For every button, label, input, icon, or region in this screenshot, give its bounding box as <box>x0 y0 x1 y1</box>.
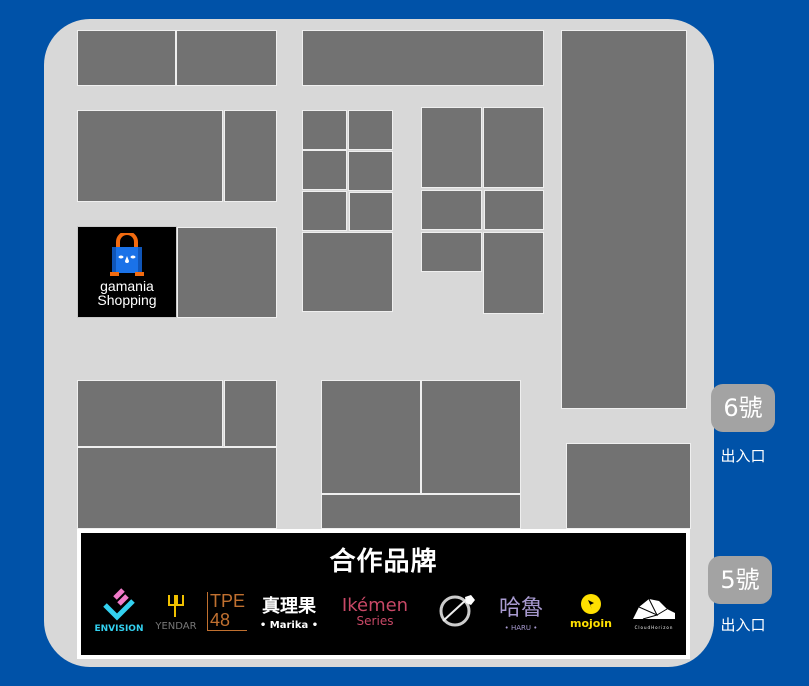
booth-c4[interactable] <box>348 151 393 191</box>
brand-ysr-studio[interactable] <box>429 579 485 643</box>
booth-c7[interactable] <box>302 232 393 312</box>
booth-h1[interactable] <box>321 380 421 494</box>
brand-sub: • Marika • <box>259 619 319 631</box>
booth-g3[interactable] <box>77 447 277 529</box>
booth-c5[interactable] <box>302 191 347 231</box>
exit-5-label: 出入口 <box>720 616 766 634</box>
exit-6-label: 出入口 <box>720 447 766 465</box>
brand-label: ENVISION <box>94 624 144 634</box>
brand-main: 哈魯 <box>498 596 543 621</box>
brand-envision[interactable]: ENVISION <box>89 579 149 643</box>
brand-label: mojoin <box>570 616 612 630</box>
booth-d6[interactable] <box>483 232 544 314</box>
exit-5-badge[interactable]: 5號 <box>708 556 772 604</box>
ysr-studio-logo-icon <box>439 595 475 627</box>
brand-main: 真理果 <box>262 595 316 617</box>
mojoin-logo-icon <box>581 593 601 614</box>
booth-c6[interactable] <box>349 192 393 231</box>
brand-mojoin[interactable]: mojoin <box>563 579 619 643</box>
booth-c2[interactable] <box>348 110 393 150</box>
booth-j1[interactable] <box>566 443 691 529</box>
brand-ikemen-series[interactable]: Ikémen Series <box>335 579 415 643</box>
brand-yendar[interactable]: YENDAR <box>151 579 201 643</box>
booth-d5[interactable] <box>421 232 482 272</box>
booth-a3[interactable] <box>302 30 544 86</box>
booth-a1[interactable] <box>77 30 176 86</box>
brand-label: YENDAR <box>155 620 197 632</box>
booth-d2[interactable] <box>483 107 544 188</box>
booth-e1[interactable] <box>177 227 277 318</box>
booth-gamania-shopping[interactable]: gamania Shopping <box>77 226 177 318</box>
yendar-logo-icon <box>168 594 184 617</box>
cloudhorizon-logo-icon <box>633 598 675 619</box>
booth-f1[interactable] <box>561 30 687 409</box>
partners-title: 合作品牌 <box>329 547 438 577</box>
booth-name-line1: gamania <box>100 278 154 294</box>
booth-d4[interactable] <box>484 190 544 230</box>
booth-h3[interactable] <box>321 494 521 529</box>
brand-label: CloudHorizon <box>634 624 674 630</box>
brand-cloudhorizon[interactable]: CloudHorizon <box>625 579 683 643</box>
booth-g2[interactable] <box>224 380 277 447</box>
booth-name-line2: Shopping <box>97 292 157 308</box>
booth-b1[interactable] <box>77 110 223 202</box>
booth-b2[interactable] <box>224 110 277 202</box>
brand-marika[interactable]: 真理果 • Marika • <box>253 579 325 643</box>
brand-haru[interactable]: 哈魯 • HARU • <box>489 579 553 643</box>
booth-d1[interactable] <box>421 107 482 188</box>
brand-sub: Series <box>356 613 394 628</box>
booth-c3[interactable] <box>302 150 347 190</box>
envision-logo-icon <box>103 588 135 621</box>
booth-d3[interactable] <box>421 190 482 230</box>
exit-6-badge[interactable]: 6號 <box>711 384 775 432</box>
shopping-bag-icon <box>110 233 144 276</box>
booth-c1[interactable] <box>302 110 347 150</box>
booth-h2[interactable] <box>421 380 521 494</box>
booth-a2[interactable] <box>176 30 277 86</box>
brand-main: Ikémen <box>341 594 409 616</box>
booth-g1[interactable] <box>77 380 223 447</box>
brand-sub: • HARU • <box>504 624 538 632</box>
